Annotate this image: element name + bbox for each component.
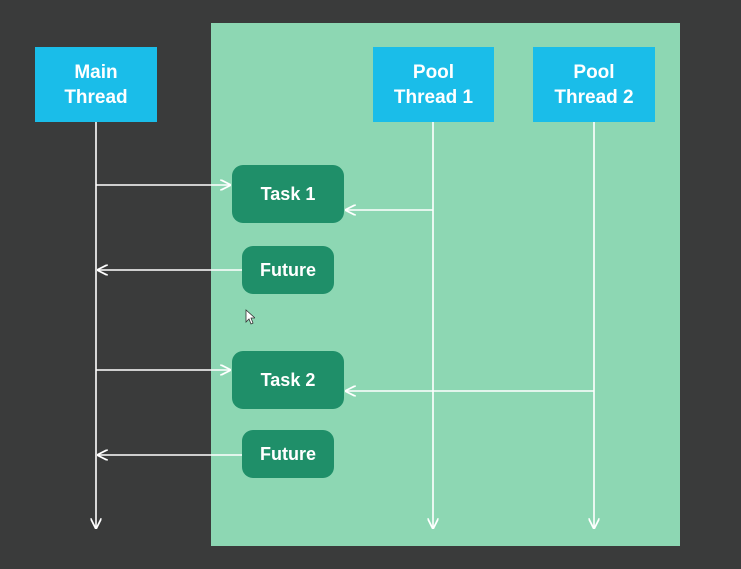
task-2-label: Task 2 xyxy=(260,369,316,390)
pool-thread-2-label-line2: Thread 2 xyxy=(554,86,634,108)
pool-thread-1-label-line1: Pool xyxy=(412,61,455,83)
pool-thread-2-box: Pool Thread 2 xyxy=(533,47,655,122)
main-thread-box: Main Thread xyxy=(35,47,157,122)
future-2-label: Future xyxy=(260,443,316,464)
future-1-label: Future xyxy=(260,259,316,280)
main-thread-label-line1: Main xyxy=(74,61,118,83)
task-1-label: Task 1 xyxy=(260,183,316,204)
pool-thread-1-label-line2: Thread 1 xyxy=(393,86,474,108)
future-2-node: Future xyxy=(242,430,334,478)
main-thread-label-line2: Thread xyxy=(64,86,128,108)
future-1-node: Future xyxy=(242,246,334,294)
pool-thread-1-box: Pool Thread 1 xyxy=(373,47,494,122)
task-2-node: Task 2 xyxy=(232,351,344,409)
pool-thread-2-label-line1: Pool xyxy=(573,61,615,83)
mouse-pointer-icon xyxy=(245,309,255,325)
task-1-node: Task 1 xyxy=(232,165,344,223)
